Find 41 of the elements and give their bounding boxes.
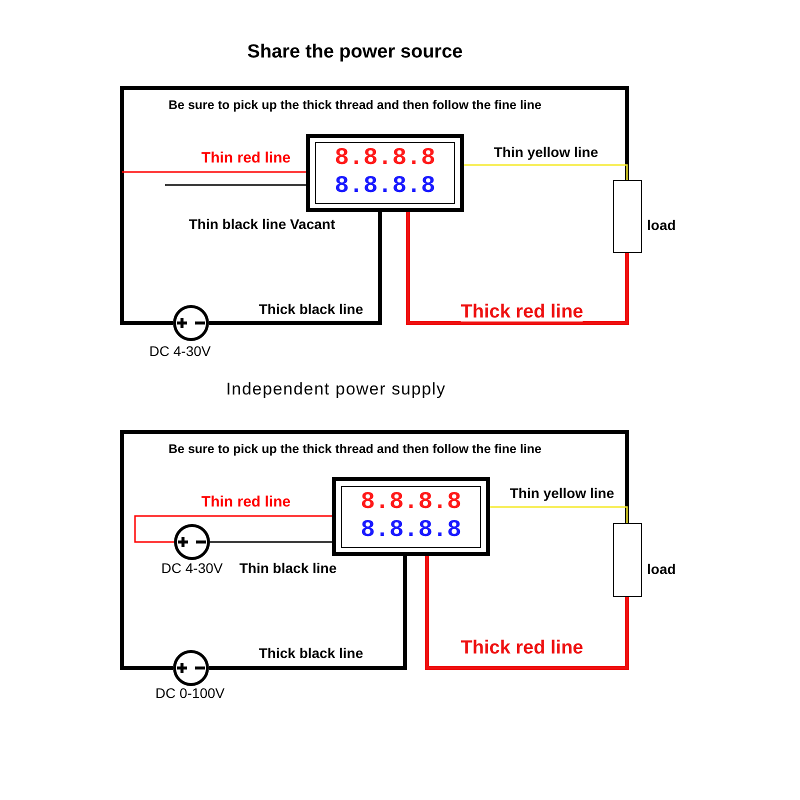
- edge-label: Thick black line: [258, 646, 364, 660]
- wire: [209, 556, 407, 670]
- node-caption: DC 4-30V: [149, 344, 211, 358]
- wire: [210, 541, 332, 543]
- node-caption: DC 4-30V: [161, 561, 223, 575]
- load-resistor: [613, 523, 642, 597]
- node-caption: load: [647, 218, 676, 232]
- node-caption: load: [647, 562, 676, 576]
- wire: [120, 86, 629, 325]
- node-caption: DC 0-100V: [155, 686, 225, 700]
- wire: [165, 184, 306, 186]
- section-heading: Independent power supply: [226, 380, 446, 398]
- wire: [490, 506, 628, 523]
- panel-meter: [332, 477, 490, 556]
- digit-readout: 8.8.8.8: [334, 173, 436, 201]
- wire: [209, 212, 382, 325]
- edge-label: Thin black line: [239, 561, 337, 575]
- digit-readout: 8.8.8.8: [334, 145, 436, 173]
- note-text: Be sure to pick up the thick thread and then follow the fine line: [168, 98, 542, 112]
- edge-label: Thin red line: [201, 150, 291, 166]
- wire: [120, 430, 629, 670]
- edge-label: Thick black line: [258, 302, 364, 316]
- load-resistor: [613, 180, 642, 253]
- edge-label: Thin yellow line: [510, 486, 614, 500]
- wire: [425, 556, 629, 670]
- dc-source-symbol: [174, 524, 210, 560]
- dc-source-symbol: [173, 305, 209, 341]
- wire: [134, 515, 332, 543]
- edge-label: Thick red line: [460, 302, 584, 322]
- edge-label: Thin black line Vacant: [188, 217, 336, 231]
- edge-label: Thin red line: [201, 494, 291, 510]
- wire: [406, 212, 629, 325]
- section-heading: Share the power source: [247, 42, 463, 62]
- note-text: Be sure to pick up the thick thread and then follow the fine line: [168, 442, 542, 456]
- digit-readout: 8.8.8.8: [360, 488, 462, 516]
- dc-source-symbol: [173, 650, 209, 686]
- panel-meter: [306, 134, 464, 212]
- wire: [122, 171, 306, 173]
- wire: [464, 164, 628, 180]
- edge-label: Thin yellow line: [494, 145, 598, 159]
- digit-readout: 8.8.8.8: [360, 516, 462, 544]
